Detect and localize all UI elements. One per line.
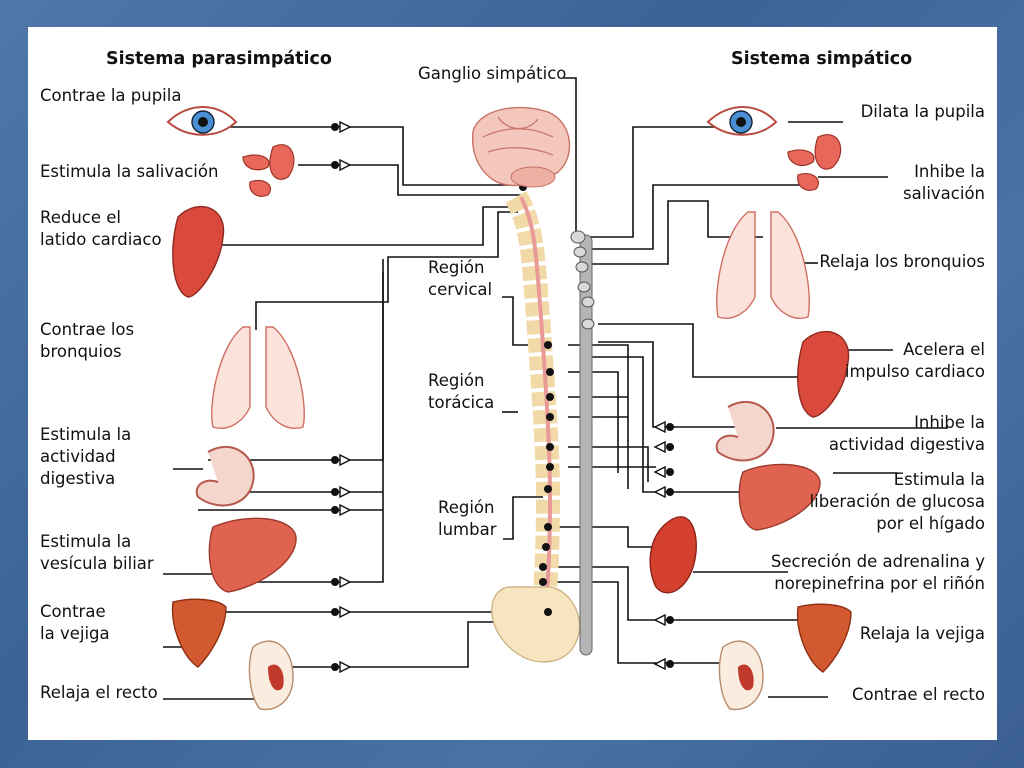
wire-para-pupil xyxy=(228,126,523,186)
wire-symp-pupil xyxy=(583,126,768,238)
label-para-gallbladder: Estimula la vesícula biliar xyxy=(40,532,154,573)
label-para-saliva: Estimula la salivación xyxy=(40,162,219,181)
nervous-system-diagram xyxy=(163,77,948,711)
label-para-rectum: Relaja el recto xyxy=(40,683,158,702)
wire-symp-stomach xyxy=(598,341,743,428)
wire-para-lungs xyxy=(255,211,518,330)
bladder-left xyxy=(171,598,227,668)
wire-symp-saliva xyxy=(583,184,808,250)
label-symp-saliva: Inhibe la salivación xyxy=(903,162,985,203)
label-para-bladder: Contrae la vejiga xyxy=(40,602,110,643)
adrenal-kidney xyxy=(649,516,697,594)
label-para-digestive: Estimula la actividad digestiva xyxy=(40,425,132,488)
liver-right xyxy=(738,463,821,531)
heading-sympathetic: Sistema simpático xyxy=(731,49,913,69)
label-region-cervical: Región cervical xyxy=(428,258,493,299)
label-para-bronchi: Contrae los bronquios xyxy=(40,320,135,361)
salivary-gland-right xyxy=(787,134,842,191)
salivary-gland-left xyxy=(242,144,295,197)
label-para-heart: Reduce el latido cardiaco xyxy=(40,208,162,249)
wire-para-liver xyxy=(253,272,384,583)
label-ganglion: Ganglio simpático xyxy=(418,64,567,83)
stomach-left xyxy=(195,445,255,507)
wire-symp-lungs xyxy=(583,200,763,265)
brain xyxy=(472,106,571,188)
bladder-right xyxy=(796,603,852,673)
label-region-thoracic: Región torácica xyxy=(428,371,495,412)
label-region-lumbar: Región lumbar xyxy=(438,498,497,539)
wire-symp-heart xyxy=(598,323,818,378)
label-symp-digestive: Inhibe la actividad digestiva xyxy=(828,413,985,454)
label-symp-heart: Acelera el impulso cardiaco xyxy=(844,340,985,381)
diagram-panel: Sistema parasimpático Sistema simpático … xyxy=(28,27,997,740)
label-symp-bladder: Relaja la vejiga xyxy=(859,624,985,643)
wire-symp-liver xyxy=(588,356,808,493)
stomach-right xyxy=(715,400,775,462)
label-symp-kidney: Secreción de adrenalina y norepinefrina … xyxy=(770,552,985,593)
eye-right xyxy=(706,106,778,136)
heart-right xyxy=(797,331,850,418)
label-symp-bronchi: Relaja los bronquios xyxy=(819,252,985,271)
lungs-right xyxy=(716,211,810,319)
heading-parasympathetic: Sistema parasimpático xyxy=(106,49,332,69)
label-symp-liver: Estimula la liberación de glucosa por el… xyxy=(809,470,985,533)
rectum-left xyxy=(248,640,294,711)
eye-left xyxy=(166,106,238,136)
rectum-right xyxy=(718,640,764,711)
wire-para-heart xyxy=(198,206,518,246)
label-para-pupil: Contrae la pupila xyxy=(40,86,182,105)
lungs-left xyxy=(211,326,305,429)
liver-left xyxy=(208,517,297,593)
spinal-column xyxy=(491,191,581,663)
label-symp-pupil: Dilata la pupila xyxy=(860,102,985,121)
heart-left xyxy=(172,206,225,298)
sympathetic-chain xyxy=(570,230,595,656)
label-symp-rectum: Contrae el recto xyxy=(851,685,985,704)
